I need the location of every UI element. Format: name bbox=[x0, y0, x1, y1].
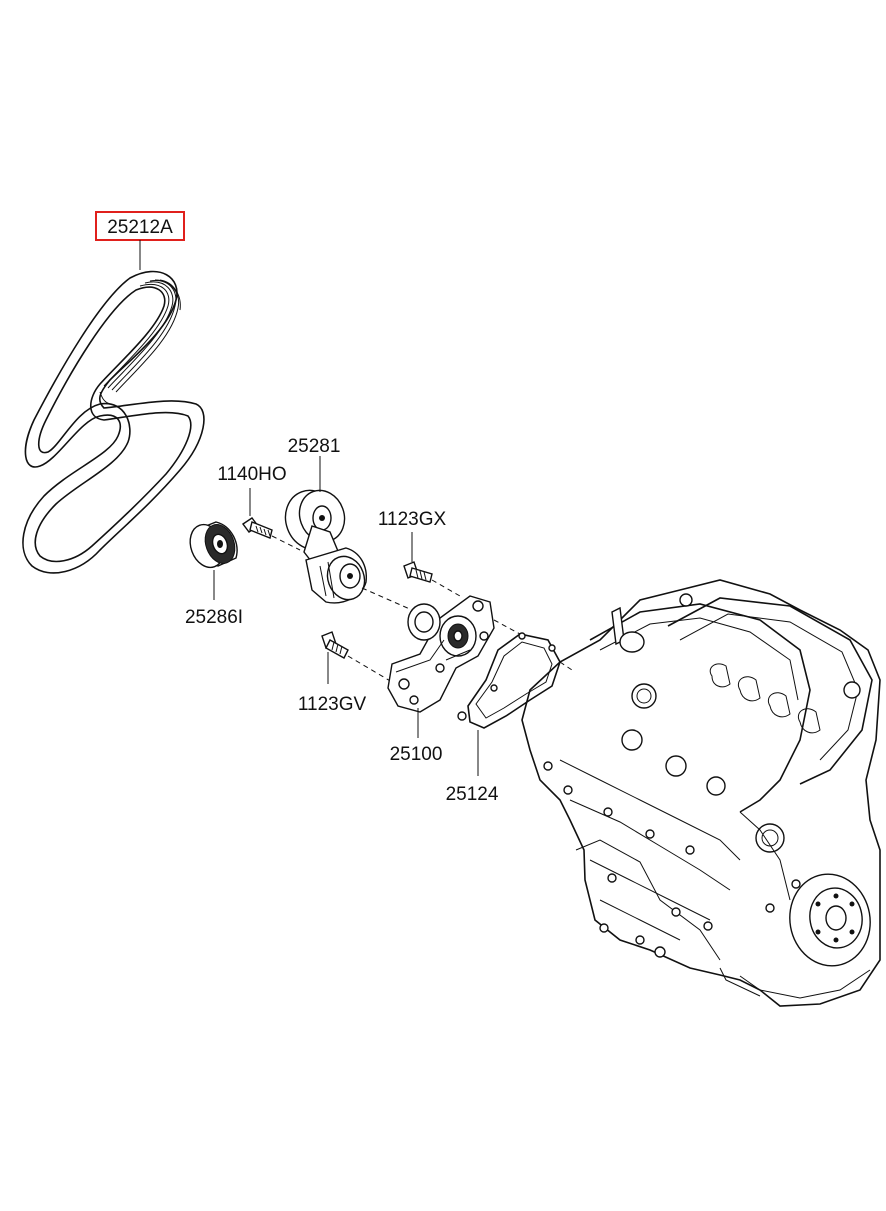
idler-pulley[interactable] bbox=[184, 520, 240, 572]
label-1123GX[interactable]: 1123GX bbox=[378, 509, 447, 530]
label-25286I[interactable]: 25286I bbox=[185, 607, 243, 628]
belt-tensioner[interactable] bbox=[277, 483, 370, 605]
label-1123GV[interactable]: 1123GV bbox=[298, 694, 367, 715]
pump-bolt-upper[interactable] bbox=[403, 561, 433, 583]
engine-block bbox=[521, 579, 881, 1007]
label-25212A[interactable]: 25212A bbox=[107, 217, 173, 238]
tensioner-bolt[interactable] bbox=[241, 517, 273, 539]
label-25124[interactable]: 25124 bbox=[446, 784, 499, 805]
label-25100[interactable]: 25100 bbox=[390, 744, 443, 765]
drive-belt[interactable] bbox=[22, 270, 205, 574]
water-pump-gasket[interactable] bbox=[457, 632, 561, 729]
pump-bolt-lower[interactable] bbox=[321, 631, 349, 659]
label-1140HO[interactable]: 1140HO bbox=[217, 464, 286, 485]
water-pump[interactable] bbox=[387, 595, 495, 713]
label-25281[interactable]: 25281 bbox=[288, 436, 341, 457]
